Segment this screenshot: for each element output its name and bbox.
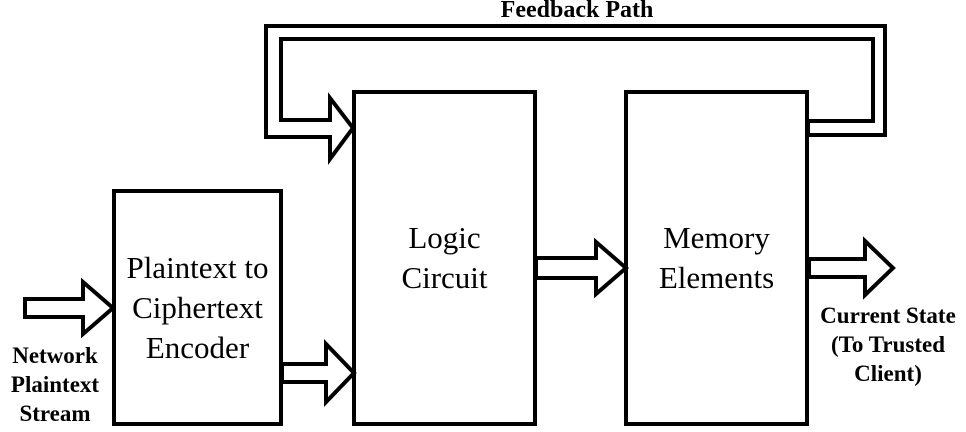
logic-circuit-box-label-line1: Logic	[408, 220, 481, 255]
feedback-path-label: Feedback Path	[500, 0, 654, 23]
encoder-box: Plaintext to Ciphertext Encoder	[112, 189, 283, 426]
logic-circuit-box-label-line2: Circuit	[401, 260, 488, 295]
logic-circuit-box: Logic Circuit	[352, 90, 537, 426]
current-state-label-line2: (To Trusted	[831, 332, 945, 357]
memory-elements-box: Memory Elements	[624, 90, 809, 426]
network-input-arrow	[23, 277, 117, 339]
current-state-label: Current State (To Trusted Client)	[800, 301, 966, 388]
encoder-to-logic-arrow	[280, 339, 357, 407]
network-stream-label-line2: Plaintext	[10, 372, 100, 397]
memory-elements-box-label-line2: Elements	[658, 260, 775, 295]
network-stream-label-line3: Stream	[19, 401, 91, 426]
current-state-label-line3: Client)	[854, 361, 922, 386]
memory-output-arrow	[807, 236, 896, 300]
logic-to-memory-arrow	[534, 237, 630, 299]
current-state-label-line1: Current State	[820, 303, 956, 328]
memory-elements-box-label-line1: Memory	[663, 220, 770, 255]
encoder-box-label-line2: Ciphertext	[132, 289, 263, 325]
network-stream-label-line1: Network	[12, 343, 98, 368]
network-plaintext-stream-label: Network Plaintext Stream	[0, 341, 115, 428]
encoder-box-label-line3: Encoder	[145, 329, 250, 365]
encoder-box-label-line1: Plaintext to	[126, 249, 269, 285]
